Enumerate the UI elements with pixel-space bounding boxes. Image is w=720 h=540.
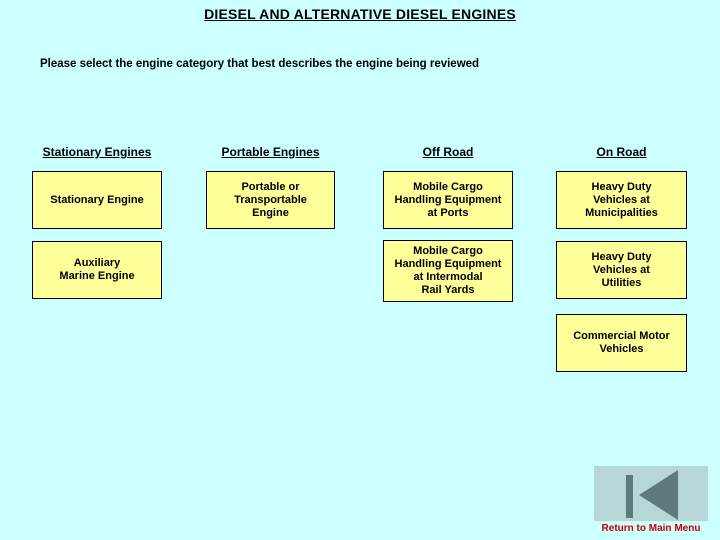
return-to-main-menu-link[interactable]: Return to Main Menu [601, 523, 701, 534]
button-stationary-engine[interactable]: Stationary Engine [32, 171, 162, 229]
button-commercial-motor-vehicles[interactable]: Commercial Motor Vehicles [556, 314, 687, 372]
button-heavy-duty-vehicles-at-utilities[interactable]: Heavy Duty Vehicles at Utilities [556, 241, 687, 299]
button-auxiliary-marine-engine[interactable]: Auxiliary Marine Engine [32, 241, 162, 299]
column-header-off-road: Off Road [422, 145, 474, 159]
return-button-panel[interactable] [594, 466, 708, 521]
skip-to-start-icon [594, 466, 708, 521]
button-heavy-duty-vehicles-at-municipalities[interactable]: Heavy Duty Vehicles at Municipalities [556, 171, 687, 229]
button-mobile-cargo-handling-equipment-at-intermodal-rail-yards[interactable]: Mobile Cargo Handling Equipment at Inter… [383, 240, 513, 302]
button-mobile-cargo-handling-equipment-at-ports[interactable]: Mobile Cargo Handling Equipment at Ports [383, 171, 513, 229]
page-title: DIESEL AND ALTERNATIVE DIESEL ENGINES [204, 6, 516, 22]
column-header-stationary-engines: Stationary Engines [42, 145, 152, 159]
column-header-on-road: On Road [596, 145, 647, 159]
column-header-portable-engines: Portable Engines [221, 145, 320, 159]
instruction-text: Please select the engine category that b… [40, 58, 480, 70]
button-portable-or-transportable-engine[interactable]: Portable or Transportable Engine [206, 171, 335, 229]
